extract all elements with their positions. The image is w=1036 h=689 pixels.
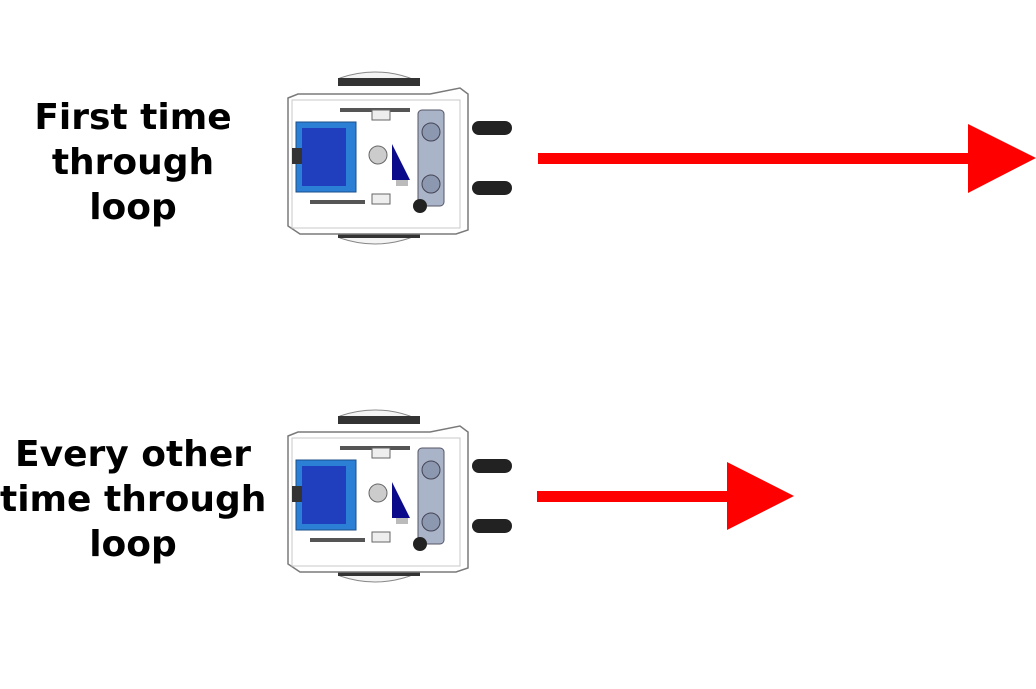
label-line: loop bbox=[89, 187, 177, 228]
label-line: First time bbox=[34, 97, 232, 138]
label-line: Every other bbox=[15, 434, 251, 475]
label-line: loop bbox=[89, 524, 177, 565]
arrow-shaft bbox=[538, 153, 970, 164]
arrow-other bbox=[537, 462, 794, 530]
arrow-head bbox=[968, 124, 1036, 193]
robot-icon-other bbox=[287, 409, 513, 583]
arrow-first bbox=[538, 124, 1036, 193]
row-label-other: Every other time through loop bbox=[0, 432, 266, 567]
arrow-shaft bbox=[537, 491, 729, 502]
label-line: time through bbox=[0, 479, 267, 520]
robot-icon-first bbox=[287, 71, 513, 245]
label-line: through bbox=[51, 142, 215, 183]
row-label-first: First time through loop bbox=[0, 95, 266, 230]
arrow-head bbox=[727, 462, 794, 530]
